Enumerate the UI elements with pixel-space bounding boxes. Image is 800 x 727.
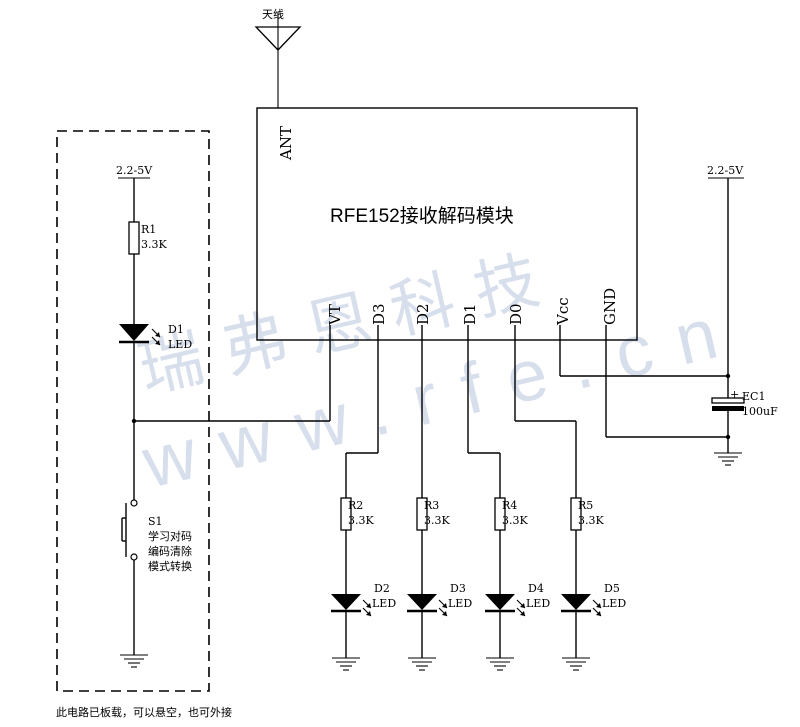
- led-name: D2: [374, 582, 390, 595]
- d1-value: LED: [168, 338, 192, 351]
- onboard-circuit: 2.2-5V R1 3.3K D1 LED S1 学习对码 编码清除 模: [116, 164, 331, 668]
- ground-symbol-left: [120, 654, 148, 668]
- resistor-name: R5: [578, 499, 593, 512]
- led-d4: [485, 594, 515, 610]
- watermark: 瑞弗恩科技 www.rfe.cn: [132, 239, 750, 504]
- resistor-name: R3: [424, 499, 439, 512]
- antenna-symbol: 天线: [254, 7, 302, 108]
- led-d2: [331, 594, 361, 610]
- pin-vcc: Vcc: [554, 297, 572, 326]
- ground-symbol: [486, 657, 514, 671]
- onboard-boundary: [56, 130, 210, 692]
- resistor-r1: [128, 221, 140, 255]
- led-d1: [119, 324, 149, 341]
- module-title: RFE152接收解码模块: [330, 205, 514, 227]
- antenna-label: 天线: [262, 7, 284, 21]
- r1-value: 3.3K: [141, 238, 167, 251]
- switch-s1: [121, 499, 138, 561]
- resistor-value: 3.3K: [578, 514, 604, 527]
- ground-symbol: [332, 657, 360, 671]
- s1-name: S1: [148, 515, 163, 528]
- ec1-name: EC1: [742, 390, 765, 403]
- led-value: LED: [448, 597, 472, 610]
- led-name: D4: [528, 582, 544, 595]
- ground-symbol: [408, 657, 436, 671]
- pin-d3: D3: [370, 303, 388, 325]
- resistor-name: R2: [348, 499, 363, 512]
- pin-vt: VT: [326, 304, 344, 326]
- s1-note-line2: 编码清除: [148, 544, 192, 558]
- d1-name: D1: [168, 323, 184, 336]
- resistor-value: 3.3K: [348, 514, 374, 527]
- left-supply-label: 2.2-5V: [116, 164, 153, 177]
- pin-gnd: GND: [601, 288, 619, 325]
- led-value: LED: [372, 597, 396, 610]
- pin-d2: D2: [414, 303, 432, 325]
- power-circuit: 2.2-5V + EC1 100uF: [559, 164, 778, 466]
- right-supply-label: 2.2-5V: [707, 164, 744, 177]
- r1-name: R1: [141, 223, 156, 236]
- resistor-value: 3.3K: [502, 514, 528, 527]
- pin-d0: D0: [507, 303, 525, 325]
- resistor-value: 3.3K: [424, 514, 450, 527]
- ec1-value: 100uF: [742, 405, 778, 418]
- led-d5: [561, 594, 591, 610]
- output-circuits: [345, 325, 577, 498]
- led-value: LED: [602, 597, 626, 610]
- pin-ant: ANT: [277, 126, 295, 161]
- resistor-name: R4: [502, 499, 517, 512]
- led-name: D3: [450, 582, 466, 595]
- capacitor-ec1: +: [711, 388, 745, 411]
- s1-note-line3: 模式转换: [148, 559, 192, 573]
- pin-d1: D1: [461, 303, 479, 325]
- ground-symbol: [562, 657, 590, 671]
- led-name: D5: [604, 582, 620, 595]
- led-value: LED: [526, 597, 550, 610]
- cap-polarity: +: [730, 388, 739, 401]
- ground-symbol-right: [714, 452, 742, 466]
- s1-note-line1: 学习对码: [148, 529, 192, 543]
- led-d3: [407, 594, 437, 610]
- rf-module: [256, 107, 638, 341]
- footnote: 此电路已板载，可以悬空，也可外接: [56, 705, 232, 719]
